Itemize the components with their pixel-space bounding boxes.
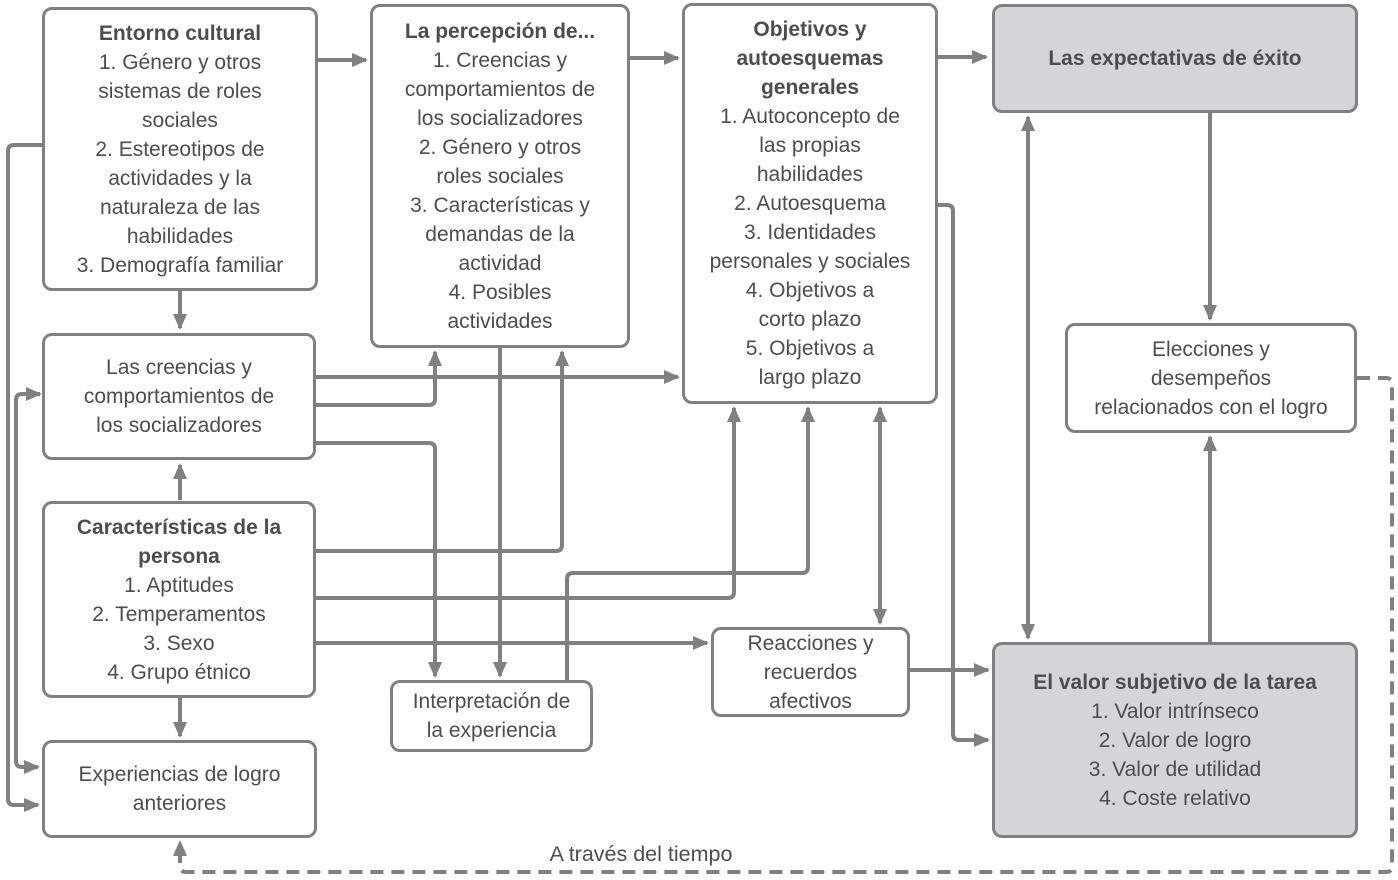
node-caracteristicas-persona-body: 1. Aptitudes 2. Temperamentos 3. Sexo 4.… [92, 573, 266, 684]
node-la-percepcion-de: La percepción de... 1. Creencias y compo… [370, 4, 630, 348]
edge-interpretacion-to-objetivos [565, 406, 815, 680]
edge-creencias-to-percepcion [316, 350, 442, 407]
edge-elecciones-to-experiencias-dashed [173, 376, 1394, 874]
node-experiencias-anteriores: Experiencias de logro anteriores [42, 740, 317, 838]
edge-entorno-to-experiencias [6, 143, 42, 812]
node-elecciones-desempenos: Elecciones y desempeños relacionados con… [1065, 323, 1357, 433]
edge-caracteristicas-to-percepcion [316, 350, 569, 553]
node-reacciones-afectivas-body: Reacciones y recuerdos afectivos [747, 631, 874, 713]
node-objetivos-autoesquemas-body: 1. Autoconcepto de las propias habilidad… [709, 105, 911, 389]
node-entorno-cultural-title: Entorno cultural [98, 21, 262, 45]
node-la-percepcion-de-body: 1. Creencias y comportamientos de los so… [404, 48, 596, 333]
node-valor-subjetivo-tarea-title: El valor subjetivo de la tarea [1033, 670, 1317, 694]
node-creencias-socializadores: Las creencias y comportamientos de los s… [42, 333, 316, 460]
edge-creencias-to-interpretacion [316, 441, 442, 678]
node-creencias-socializadores-body: Las creencias y comportamientos de los s… [83, 356, 275, 437]
node-entorno-cultural: Entorno cultural 1. Género y otros siste… [42, 7, 318, 291]
node-expectativas-de-exito-title: Las expectativas de éxito [1048, 47, 1302, 70]
through-time-label: A través del tiempo [549, 842, 733, 866]
node-entorno-cultural-body: 1. Género y otros sistemas de roles soci… [76, 50, 284, 277]
node-caracteristicas-persona: Características de la persona 1. Aptitud… [42, 501, 316, 698]
node-interpretacion-experiencia-body: Interpretación de la experiencia [412, 690, 571, 742]
node-valor-subjetivo-tarea-body: 1. Valor intrínseco 2. Valor de logro 3.… [1088, 699, 1262, 810]
node-interpretacion-experiencia: Interpretación de la experiencia [390, 680, 593, 752]
node-valor-subjetivo-tarea: El valor subjetivo de la tarea 1. Valor … [992, 642, 1358, 838]
node-reacciones-afectivas: Reacciones y recuerdos afectivos [711, 627, 910, 717]
edge-creencias-experiencias-bidirectional [14, 387, 42, 774]
edge-caracteristicas-to-objetivos [316, 406, 741, 600]
node-experiencias-anteriores-body: Experiencias de logro anteriores [78, 763, 281, 815]
node-la-percepcion-de-title: La percepción de... [404, 19, 596, 43]
node-objetivos-autoesquemas-title: Objetivos y autoesquemas generales [736, 18, 884, 99]
node-caracteristicas-persona-title: Características de la persona [76, 515, 282, 568]
node-objetivos-autoesquemas: Objetivos y autoesquemas generales 1. Au… [682, 3, 938, 404]
edge-objetivos-to-valor [938, 203, 990, 747]
node-elecciones-desempenos-body: Elecciones y desempeños relacionados con… [1094, 337, 1328, 419]
node-expectativas-de-exito: Las expectativas de éxito [992, 4, 1358, 113]
